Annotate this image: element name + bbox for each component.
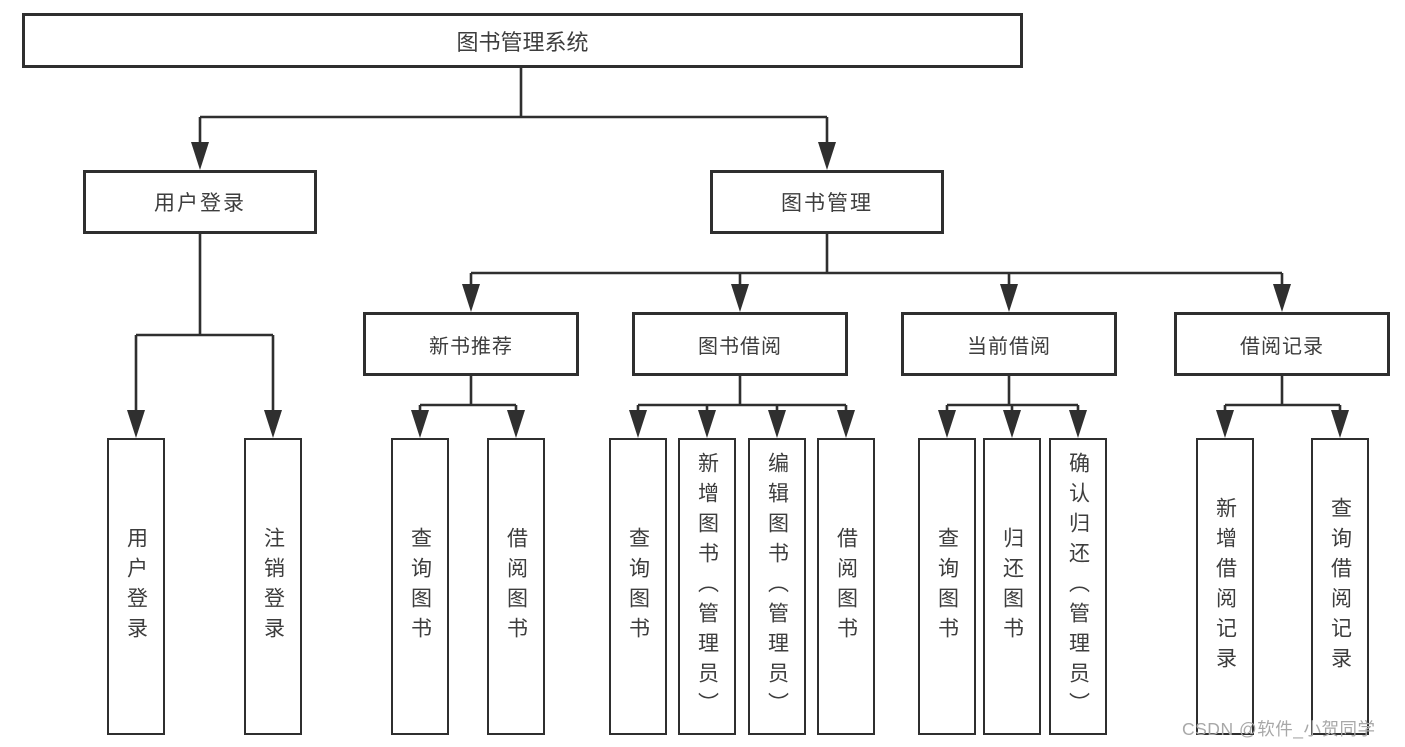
leaf-return-books: 归还图书	[983, 438, 1041, 735]
node-label: 查询借阅记录	[1328, 496, 1352, 677]
leaf-edit-books-admin: 编辑图书（管理员）	[748, 438, 806, 735]
leaf-query-books: 查询图书	[391, 438, 449, 735]
node-borrowing-records: 借阅记录	[1174, 312, 1390, 376]
node-label: 新增图书（管理员）	[695, 451, 719, 722]
leaf-confirm-return-admin: 确认归还（管理员）	[1049, 438, 1107, 735]
node-label: 当前借阅	[967, 335, 1051, 358]
node-label: 用户登录	[154, 192, 246, 215]
node-label: 确认归还（管理员）	[1066, 451, 1090, 722]
node-label: 借阅记录	[1240, 335, 1324, 358]
node-label: 新书推荐	[429, 335, 513, 358]
watermark-csdn: CSDN @软件_小贺同学	[1182, 719, 1376, 739]
node-label: 图书管理	[781, 192, 873, 215]
node-user-login: 用户登录	[83, 170, 317, 234]
node-new-book-recommendation: 新书推荐	[363, 312, 579, 376]
node-label: 归还图书	[1000, 526, 1024, 647]
node-label: 编辑图书（管理员）	[765, 451, 789, 722]
node-label: 图书借阅	[698, 335, 782, 358]
node-label: 查询图书	[626, 526, 650, 647]
leaf-query-borrow-record: 查询借阅记录	[1311, 438, 1369, 735]
leaf-query-books: 查询图书	[918, 438, 976, 735]
leaf-add-borrow-record: 新增借阅记录	[1196, 438, 1254, 735]
node-book-borrowing: 图书借阅	[632, 312, 848, 376]
leaf-borrow-books: 借阅图书	[487, 438, 545, 735]
leaf-user-login: 用户登录	[107, 438, 165, 735]
node-label: 查询图书	[935, 526, 959, 647]
arrowheads	[127, 142, 1349, 438]
node-current-borrowing: 当前借阅	[901, 312, 1117, 376]
leaf-logout: 注销登录	[244, 438, 302, 735]
node-book-management: 图书管理	[710, 170, 944, 234]
leaf-query-books: 查询图书	[609, 438, 667, 735]
leaf-add-books-admin: 新增图书（管理员）	[678, 438, 736, 735]
node-library-management-system: 图书管理系统	[22, 13, 1023, 68]
node-label: 借阅图书	[504, 526, 528, 647]
node-label: 用户登录	[124, 526, 148, 647]
node-label: 图书管理系统	[456, 29, 589, 55]
node-label: 借阅图书	[834, 526, 858, 647]
leaf-borrow-books: 借阅图书	[817, 438, 875, 735]
node-label: 查询图书	[408, 526, 432, 647]
node-label: 注销登录	[261, 526, 285, 647]
node-label: 新增借阅记录	[1213, 496, 1237, 677]
